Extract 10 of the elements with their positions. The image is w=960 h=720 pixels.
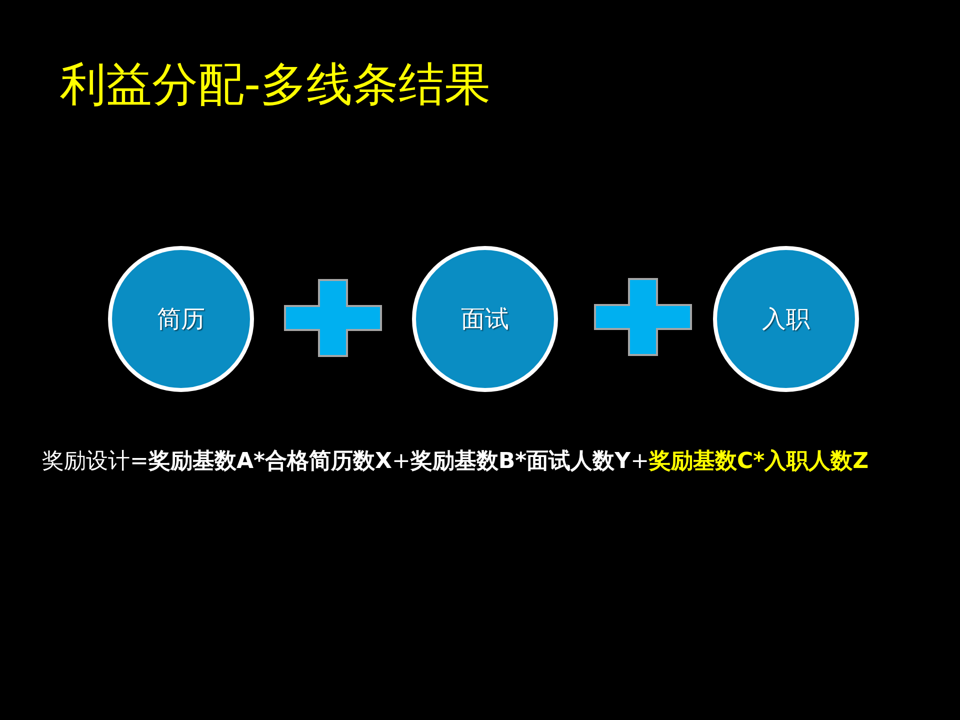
formula-term: 奖励基数A*合格简历数X xyxy=(148,449,392,474)
formula-operator: + xyxy=(630,449,650,474)
formula-operator: + xyxy=(392,449,410,474)
slide-title: 利益分配-多线条结果 xyxy=(60,56,491,112)
stage-circle: 简历 xyxy=(108,246,254,392)
formula-label: 奖励设计= xyxy=(42,449,148,474)
stage-circle: 面试 xyxy=(412,246,558,392)
formula-term: 奖励基数C*入职人数Z xyxy=(649,449,869,474)
formula-term: 奖励基数B*面试人数Y xyxy=(410,449,631,474)
stage-circle: 入职 xyxy=(713,246,859,392)
